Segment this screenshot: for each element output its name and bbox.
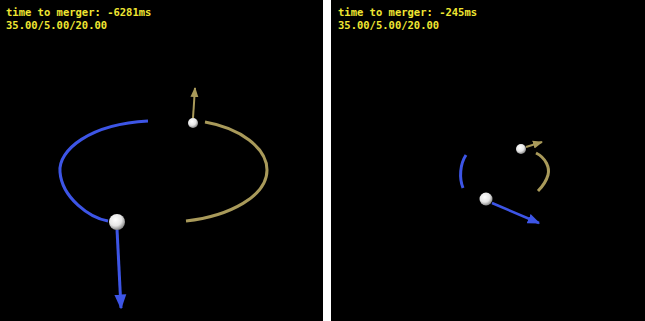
blue-orbit: [461, 155, 466, 188]
merger-time: time to merger: -245ms: [338, 6, 477, 19]
black-hole: [516, 144, 526, 154]
merger-time: time to merger: -6281ms: [6, 6, 151, 19]
velocity-arrow: [193, 88, 195, 118]
yellow-orbit: [536, 153, 549, 191]
right-panel: [331, 0, 645, 321]
yellow-orbit: [186, 122, 267, 221]
velocity-arrow: [526, 142, 542, 147]
mass-parameters: 35.00/5.00/20.00: [6, 19, 107, 32]
left-panel: [0, 0, 323, 321]
velocity-arrow: [117, 229, 121, 308]
blue-orbit: [60, 121, 148, 221]
mass-parameters: 35.00/5.00/20.00: [338, 19, 439, 32]
black-hole: [188, 118, 198, 128]
black-hole: [480, 193, 493, 206]
velocity-arrow: [492, 203, 539, 223]
black-hole: [109, 214, 125, 230]
